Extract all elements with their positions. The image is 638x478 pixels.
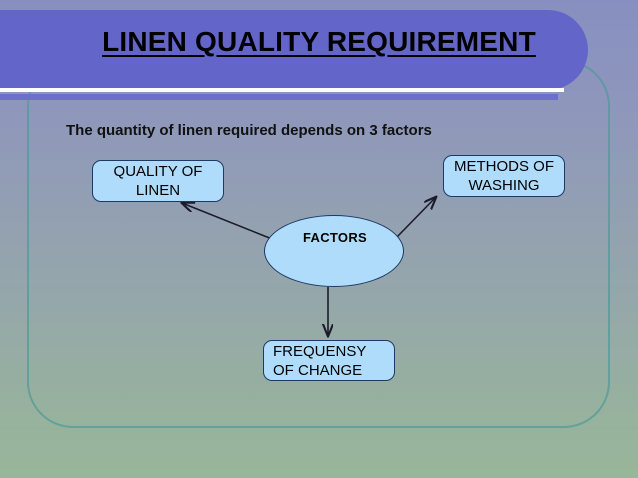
page-title: LINEN QUALITY REQUIREMENT: [102, 26, 536, 57]
node-frequency-of-change[interactable]: FREQUENSY OF CHANGE: [263, 340, 395, 381]
banner-divider-line: [0, 88, 564, 92]
node-quality-label-line2: LINEN: [135, 182, 181, 199]
arrow-to-methods: [395, 197, 436, 239]
node-frequency-label-line2: OF CHANGE: [273, 361, 363, 379]
node-methods-label-line2: WASHING: [468, 177, 540, 194]
node-quality-of-linen[interactable]: QUALITY OF LINEN: [92, 160, 224, 202]
node-frequency-label-line1: FREQUENSY: [273, 342, 367, 360]
node-methods-of-washing[interactable]: METHODS OF WASHING: [443, 155, 565, 197]
node-factors-ellipse[interactable]: FACTORS: [264, 215, 404, 287]
arrow-to-quality: [182, 203, 273, 240]
title-banner: [0, 10, 588, 100]
node-factors-label: FACTORS: [303, 230, 367, 245]
node-methods-label-line1: METHODS OF: [454, 158, 554, 175]
banner-under-strip: [0, 94, 558, 100]
subtitle-text: The quantity of linen required depends o…: [66, 122, 432, 139]
node-quality-label-line1: QUALITY OF: [113, 163, 203, 180]
